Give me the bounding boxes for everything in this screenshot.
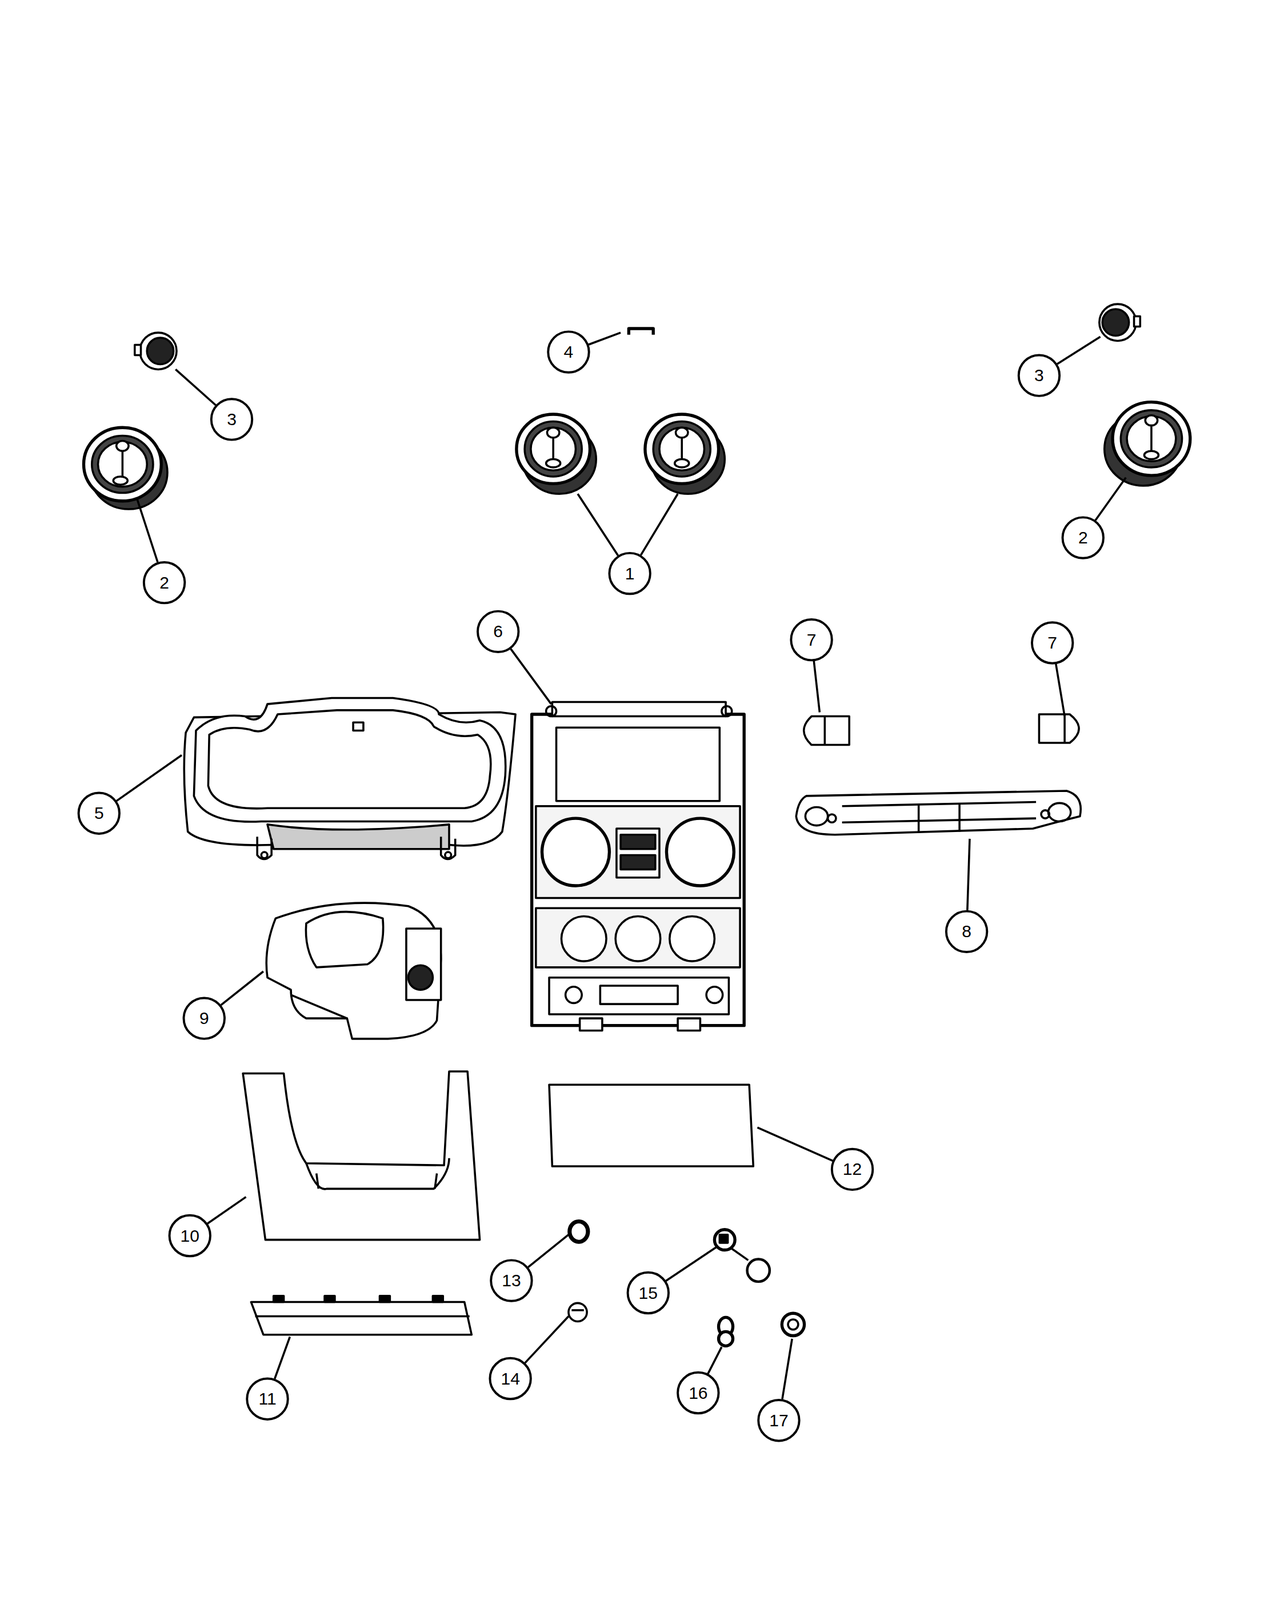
callout-number: 4 [550, 340, 587, 364]
callout-circle [1062, 517, 1104, 558]
callout-number: 2 [1064, 526, 1102, 550]
center-bezel [532, 702, 745, 1031]
cover-panel [549, 1084, 754, 1167]
callout-number: 13 [493, 1269, 530, 1292]
leader-line [1095, 477, 1126, 521]
callout-circle [78, 793, 120, 834]
callout-circle [184, 997, 225, 1039]
leader-line [757, 1127, 833, 1161]
callout-number: 9 [185, 1006, 223, 1030]
callout-number: 14 [492, 1367, 529, 1391]
callout-circle [489, 1358, 531, 1399]
callout-number: 17 [760, 1409, 798, 1432]
callout-circle [790, 619, 832, 660]
callout-number: 6 [480, 620, 517, 643]
callout-number: 16 [680, 1381, 717, 1405]
callout-number: 2 [146, 571, 183, 595]
callout-circle [211, 398, 252, 440]
callout-number: 1 [611, 562, 648, 586]
callout-number: 3 [213, 408, 250, 431]
leader-line [1056, 664, 1065, 717]
leader-line [665, 1246, 717, 1281]
end-cap [804, 714, 1079, 746]
leader-line [136, 497, 158, 563]
callout-number: 5 [80, 801, 118, 825]
cluster-bezel [184, 697, 516, 859]
callout-circle [946, 911, 987, 952]
leader-line [274, 1336, 291, 1379]
callout-circle [1032, 622, 1073, 663]
lower-panel [242, 1071, 480, 1240]
callout-circle [628, 1272, 669, 1314]
callout-number: 12 [834, 1157, 871, 1181]
callout-number: 7 [793, 628, 830, 652]
grab-handle [796, 790, 1081, 835]
callout-number: 15 [629, 1281, 667, 1305]
column-shroud [266, 902, 441, 1039]
leader-line [588, 332, 621, 345]
callout-number: 10 [171, 1224, 208, 1248]
callout-circle [548, 331, 589, 372]
leader-line [640, 493, 678, 555]
callout-circle [758, 1400, 799, 1441]
leader-line [221, 971, 264, 1006]
leader-line [782, 1338, 792, 1400]
callout-circle [490, 1260, 532, 1301]
leader-line [207, 1197, 246, 1224]
knob-cap [134, 304, 1140, 370]
callout-circle [1018, 354, 1060, 396]
clip [628, 328, 654, 335]
callout-number: 11 [249, 1387, 286, 1411]
callout-number: 3 [1020, 364, 1058, 387]
callout-circle [832, 1149, 873, 1190]
leader-line [577, 493, 619, 556]
callout-circle [477, 611, 519, 652]
leader-line [813, 661, 820, 713]
leader-line [967, 838, 970, 911]
leader-line [116, 754, 182, 801]
callout-number: 7 [1034, 631, 1071, 655]
callout-circle [246, 1378, 288, 1420]
leader-line [510, 649, 552, 705]
leader-line [1057, 336, 1100, 364]
callout-circle [169, 1215, 211, 1256]
leader-line [708, 1346, 722, 1374]
leader-line [525, 1316, 569, 1364]
callout-circle [144, 562, 185, 603]
callout-number: 8 [948, 920, 986, 943]
callout-circle [609, 553, 650, 594]
leader-line [175, 369, 216, 406]
small-parts [568, 1221, 805, 1347]
switch-bank [250, 1296, 472, 1335]
callout-circle [677, 1372, 719, 1414]
leader-line [528, 1234, 569, 1268]
